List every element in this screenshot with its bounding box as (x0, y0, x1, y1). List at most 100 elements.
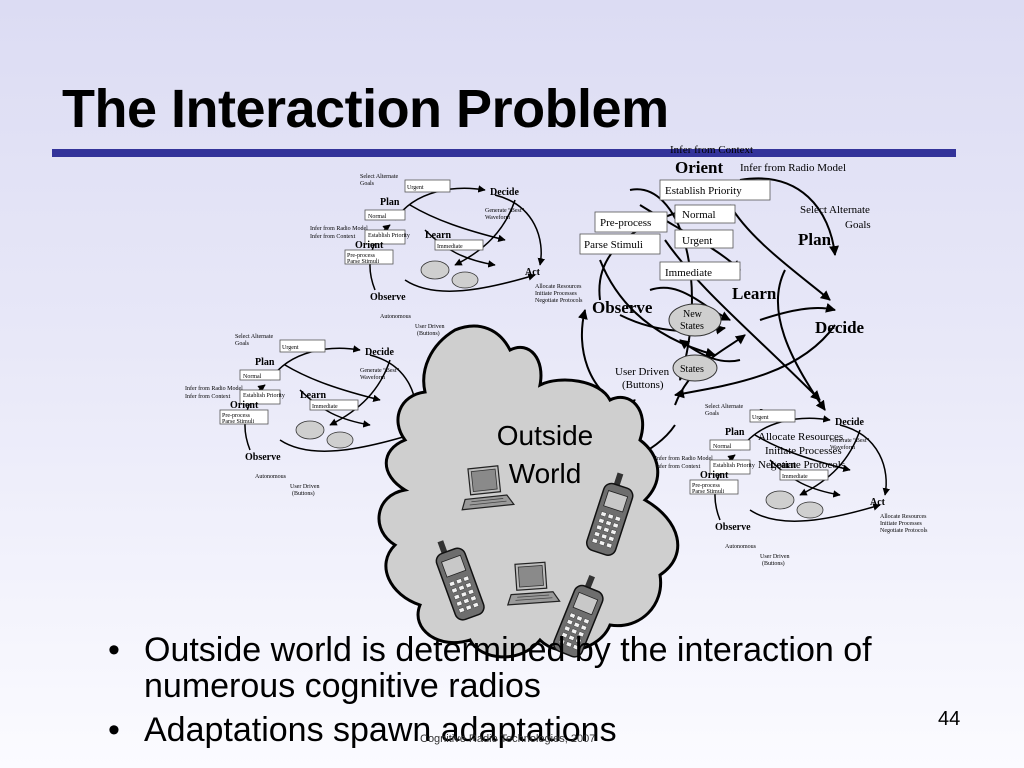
cloud-label-line2: World (509, 458, 582, 489)
establish-priority-label: Establish Priority (665, 185, 742, 197)
decide-label-small: Decide (365, 347, 394, 358)
states-label: States (680, 364, 704, 375)
establish-priority-label-small: Establish Priority (368, 233, 410, 239)
infer-radio-label-small: Infer from Radio Model (655, 455, 713, 462)
new-states-label-1: New (683, 309, 703, 320)
new-states-label-2: States (680, 321, 704, 332)
pre-process-label: Pre-process (600, 217, 651, 229)
orient-label-small: Orient (230, 400, 259, 411)
waveform-label-small: Waveform (360, 374, 386, 381)
infer-context-label-small: Infer from Context (655, 463, 701, 470)
urgent-label: Urgent (682, 235, 712, 247)
buttons-label-small: (Buttons) (292, 490, 315, 497)
user-driven-label: User Driven (615, 366, 670, 378)
select-alternate-label: Select Alternate (800, 204, 870, 216)
normal-label-small: Normal (243, 374, 262, 380)
buttons-label: (Buttons) (622, 379, 664, 391)
immediate-label-small: Immediate (312, 404, 338, 410)
normal-label-small: Normal (713, 444, 732, 450)
plan-label: Plan (798, 230, 832, 249)
allocate-label-small: Allocate Resources (535, 284, 582, 290)
bullet-item: Adaptations spawn adaptations (108, 712, 988, 748)
decide-label-small: Decide (490, 187, 519, 198)
title-underline (52, 149, 956, 157)
infer-context-label-small: Infer from Context (185, 393, 231, 400)
plan-label-small: Plan (380, 197, 400, 208)
generate-label-small: Generate “Best” (485, 207, 524, 214)
laptop-icon (506, 561, 561, 606)
parse-stimuli-label-small: Parse Stimuli (222, 419, 255, 425)
generate-label-small: Generate “Best” (830, 437, 869, 444)
observe-label: Observe (592, 298, 653, 317)
pre-process-label-small: Pre-process (222, 413, 251, 419)
urgent-label-small: Urgent (407, 185, 424, 191)
decide-label: Decide (815, 318, 865, 337)
pre-process-label-small: Pre-process (347, 253, 376, 259)
autonomous-label-small: Autonomous (255, 474, 287, 480)
parse-stimuli-label-small: Parse Stimuli (692, 489, 725, 495)
select-alternate-label-small: Select Alternate (705, 404, 743, 410)
select-alternate-label-small: Select Alternate (235, 334, 273, 340)
parse-stimuli-label: Parse Stimuli (584, 239, 643, 251)
observe-label-small: Observe (715, 522, 751, 533)
bullet-item: Outside world is determined by the inter… (108, 632, 988, 704)
establish-priority-label-small: Establish Priority (713, 463, 755, 469)
buttons-label-small: (Buttons) (417, 330, 440, 337)
buttons-label-small: (Buttons) (762, 560, 785, 567)
cloud-label-line1: Outside (497, 420, 594, 451)
ooda-cycle-bottom-right: Plan Decide Learn Orient Observe Act Urg… (655, 404, 928, 567)
immediate-label-small: Immediate (437, 244, 463, 250)
urgent-label-small: Urgent (752, 415, 769, 421)
ooda-cycle-left: Plan Decide Learn Orient Observe Act Urg… (185, 334, 458, 497)
normal-label: Normal (682, 209, 716, 221)
user-driven-label-small: User Driven (760, 554, 790, 560)
immediate-label-small: Immediate (782, 474, 808, 480)
bullet-list: Outside world is determined by the inter… (108, 632, 988, 756)
slide-title: The Interaction Problem (62, 79, 669, 139)
decide-label-small: Decide (835, 417, 864, 428)
infer-radio-label-small: Infer from Radio Model (310, 225, 368, 232)
establish-priority-label-small: Establish Priority (243, 393, 285, 399)
learn-label: Learn (732, 284, 777, 303)
observe-label-small: Observe (370, 292, 406, 303)
slide-footer: Cognitive Radio Technologies, 2007 (420, 733, 596, 745)
orient-label: Orient (675, 158, 723, 177)
infer-radio-label: Infer from Radio Model (740, 162, 846, 174)
waveform-label-small: Waveform (830, 444, 856, 451)
negotiate-label-small: Negotiate Protocols (535, 298, 583, 304)
orient-label-small: Orient (700, 470, 729, 481)
select-alternate-label-small: Select Alternate (360, 174, 398, 180)
generate-label-small: Generate “Best” (360, 367, 399, 374)
waveform-label-small: Waveform (485, 214, 511, 221)
autonomous-label-small: Autonomous (725, 544, 757, 550)
initiate-label: Initiate Processes (765, 445, 842, 457)
autonomous-label-small: Autonomous (380, 314, 412, 320)
act-label-small: Act (525, 267, 541, 278)
user-driven-label-small: User Driven (415, 324, 445, 330)
normal-label-small: Normal (368, 214, 387, 220)
laptop-icon (461, 465, 516, 511)
initiate-label-small: Initiate Processes (535, 291, 577, 297)
infer-context-label-small: Infer from Context (310, 233, 356, 240)
plan-label-small: Plan (725, 427, 745, 438)
cell-phone-icon (585, 472, 634, 556)
cell-phone-icon (435, 540, 485, 621)
infer-radio-label-small: Infer from Radio Model (185, 385, 243, 392)
plan-label-small: Plan (255, 357, 275, 368)
learn-label-small: Learn (770, 460, 797, 471)
goals-label-small: Goals (705, 411, 720, 417)
allocate-label: Allocate Resources (758, 431, 843, 443)
observe-label-small: Observe (245, 452, 281, 463)
learn-label-small: Learn (425, 230, 452, 241)
page-number: 44 (938, 708, 961, 730)
goals-label-small: Goals (235, 341, 250, 347)
pre-process-label-small: Pre-process (692, 483, 721, 489)
user-driven-label-small: User Driven (290, 484, 320, 490)
negotiate-label-small: Negotiate Protocols (880, 528, 928, 534)
parse-stimuli-label-small: Parse Stimuli (347, 259, 380, 265)
infer-context-label: Infer from Context (670, 144, 753, 156)
urgent-label-small: Urgent (282, 345, 299, 351)
allocate-label-small: Allocate Resources (880, 514, 927, 520)
learn-label-small: Learn (300, 390, 327, 401)
